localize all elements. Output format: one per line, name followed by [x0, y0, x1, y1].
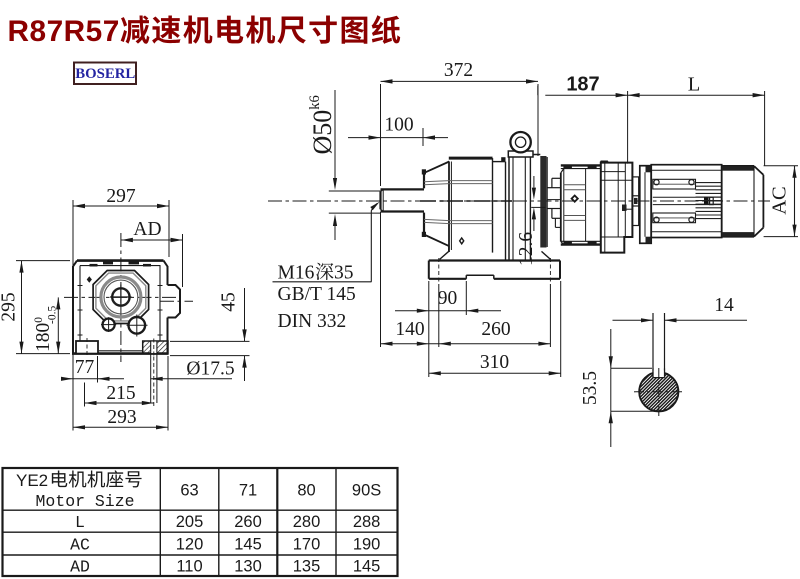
svg-text:297: 297	[106, 186, 136, 207]
svg-text:215: 215	[106, 383, 135, 404]
svg-text:145: 145	[353, 557, 381, 575]
svg-text:AD: AD	[70, 557, 90, 576]
svg-text:12.6: 12.6	[516, 232, 537, 266]
svg-text:170: 170	[293, 535, 321, 553]
svg-text:R87R57: R87R57	[8, 15, 120, 48]
svg-text:205: 205	[176, 513, 204, 531]
svg-text:130: 130	[234, 557, 262, 575]
svg-text:120: 120	[176, 535, 204, 553]
svg-text:L: L	[75, 513, 85, 532]
svg-text:145: 145	[234, 535, 262, 553]
svg-text:310: 310	[480, 352, 509, 373]
svg-text:135: 135	[293, 557, 321, 575]
svg-text:100: 100	[384, 114, 413, 135]
svg-text:DIN 332: DIN 332	[278, 311, 347, 332]
svg-text:110: 110	[176, 557, 202, 575]
svg-text:AD: AD	[133, 219, 161, 240]
svg-text:295: 295	[0, 292, 20, 321]
svg-text:260: 260	[481, 319, 510, 340]
svg-text:90S: 90S	[352, 482, 381, 500]
svg-text:AC: AC	[769, 186, 791, 214]
svg-text:77: 77	[75, 357, 95, 378]
svg-text:71: 71	[239, 482, 257, 500]
svg-text:372: 372	[444, 60, 473, 81]
svg-text:45: 45	[219, 292, 240, 312]
svg-text:140: 140	[395, 319, 424, 340]
svg-text:M16: M16	[278, 263, 315, 284]
svg-text:280: 280	[293, 513, 321, 531]
svg-text:Ø17.5: Ø17.5	[186, 359, 234, 380]
svg-text:35: 35	[334, 263, 354, 284]
svg-text:YE2: YE2	[16, 471, 48, 490]
svg-text:293: 293	[107, 407, 136, 428]
svg-text:14: 14	[714, 295, 734, 316]
svg-text:GB/T 145: GB/T 145	[278, 284, 356, 305]
svg-text:BOSERL: BOSERL	[75, 66, 135, 82]
svg-text:288: 288	[353, 513, 381, 531]
svg-text:L: L	[688, 74, 701, 96]
svg-text:Motor Size: Motor Size	[35, 492, 134, 511]
svg-text:90: 90	[438, 288, 458, 309]
svg-text:190: 190	[353, 535, 381, 553]
svg-text:187: 187	[566, 74, 599, 96]
svg-text:53.5: 53.5	[580, 371, 601, 405]
svg-text:260: 260	[234, 513, 262, 531]
svg-text:63: 63	[180, 482, 198, 500]
svg-text:AC: AC	[70, 535, 90, 554]
svg-text:80: 80	[297, 482, 315, 500]
